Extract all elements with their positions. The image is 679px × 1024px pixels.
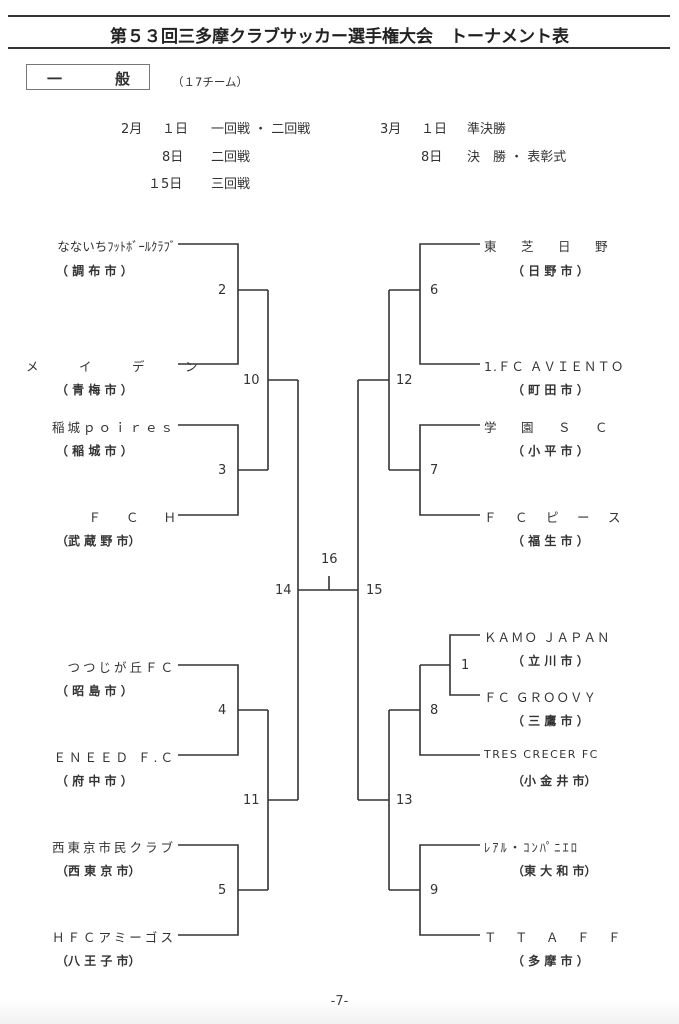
match-number-1: 1	[461, 658, 470, 673]
team-city: （ 日 野 市 ）	[512, 264, 589, 278]
team-name: なないちﾌｯﾄﾎﾞｰﾙｸﾗﾌﾞ	[57, 239, 176, 254]
schedule-round: 三回戦	[211, 177, 251, 192]
team-city: （ 昭 島 市 ）	[56, 684, 133, 698]
team-count: （１7チーム）	[172, 75, 248, 89]
match-number-9: 9	[430, 883, 439, 898]
match-number-4: 4	[218, 703, 227, 718]
category-char-1: 一	[47, 70, 63, 88]
match-number-14: 14	[275, 583, 292, 598]
page-title: 第５３回三多摩クラブサッカー選手権大会 トーナメント表	[110, 27, 569, 47]
schedule-month: 2月	[121, 122, 143, 137]
bracket-line-m8	[419, 665, 480, 756]
team-name: ﾚｱﾙ・ｺﾝﾊﾟﾆｴﾛ	[484, 840, 580, 855]
schedule-round: 二回戦	[211, 150, 251, 165]
team-name: 稲城ｐｏｉｒｅｓ	[51, 420, 176, 435]
team-city: （西 東 京 市）	[56, 864, 141, 878]
schedule-round: 決 勝 ・ 表彰式	[467, 150, 567, 165]
team-city: （ 小 平 市 ）	[512, 444, 589, 458]
team-name: Ｔ Ｔ Ａ Ｆ Ｆ	[484, 930, 624, 945]
category-char-2: 般	[115, 70, 131, 88]
title-underline	[8, 47, 670, 49]
match-number-2: 2	[218, 283, 227, 298]
team-city: （小 金 井 市）	[512, 774, 597, 788]
match-number-7: 7	[430, 463, 439, 478]
schedule-round: 一回戦 ・ 二回戦	[211, 122, 311, 137]
schedule-day: １日	[162, 122, 189, 137]
team-city: （ 稲 城 市 ）	[56, 444, 133, 458]
bracket-line-m4	[178, 664, 239, 756]
team-city: （ 府 中 市 ）	[56, 774, 133, 788]
schedule-day: １日	[421, 122, 448, 137]
category-box: 一 般	[26, 64, 150, 90]
match-number-8: 8	[430, 703, 439, 718]
match-number-6: 6	[430, 283, 439, 298]
bracket-line-m3	[178, 424, 239, 516]
match-number-16: 16	[321, 552, 338, 567]
match-number-12: 12	[396, 373, 413, 388]
team-name: TRES CRECER FC	[484, 748, 599, 761]
schedule-day: 8日	[421, 150, 443, 165]
team-name: 1.ＦＣ ＡＶＩＥＮＴＯ	[484, 359, 625, 374]
match-number-15: 15	[366, 583, 383, 598]
team-name: ＥＮＥＥＤ Ｆ.Ｃ	[53, 750, 176, 765]
bracket-line-m7	[419, 424, 480, 516]
page-bottom-shade	[0, 1000, 679, 1024]
team-city: （ 立 川 市 ）	[512, 654, 589, 668]
schedule-round: 準決勝	[467, 122, 507, 137]
bracket-line-m2	[178, 243, 239, 365]
team-city: （ 福 生 市 ）	[512, 534, 589, 548]
team-name: ＫＡＭＯ ＪＡＰＡＮ	[484, 630, 611, 645]
team-city: （ 調 布 市 ）	[56, 264, 133, 278]
team-city: （ 町 田 市 ）	[512, 383, 589, 397]
team-city: （八 王 子 市）	[56, 954, 141, 968]
schedule-month: 3月	[380, 122, 402, 137]
team-city: （ 青 梅 市 ）	[56, 383, 133, 397]
team-city: （東 大 和 市）	[512, 864, 597, 878]
team-name: Ｆ Ｃ ピ ー ス	[484, 510, 624, 525]
match-number-5: 5	[218, 883, 227, 898]
match-number-3: 3	[218, 463, 227, 478]
team-name: 学 園 Ｓ Ｃ	[484, 420, 614, 435]
team-city: （ 三 鷹 市 ）	[512, 714, 589, 728]
match-number-13: 13	[396, 793, 413, 808]
team-name: 西東京市民クラブ	[51, 840, 176, 855]
team-name: メ イ デ ン	[26, 359, 212, 374]
team-name: Ｆ Ｃ Ｈ	[88, 510, 176, 525]
team-city: （ 多 摩 市 ）	[512, 954, 589, 968]
team-name: つつじが丘ＦＣ	[67, 660, 176, 675]
top-rule	[8, 15, 670, 17]
team-city: （武 蔵 野 市）	[56, 534, 141, 548]
page-number: -7-	[330, 994, 349, 1009]
bracket-line-m9	[419, 844, 480, 936]
team-name: 東 芝 日 野	[484, 239, 614, 254]
team-name: ＦＣ ＧＲＯＯＶＹ	[484, 690, 597, 705]
team-name: ＨＦＣアミーゴス	[51, 930, 176, 945]
match-number-10: 10	[243, 373, 260, 388]
schedule-day: 8日	[162, 150, 184, 165]
schedule-day: １5日	[148, 177, 183, 192]
bracket-line-m5	[178, 844, 239, 936]
match-number-11: 11	[243, 793, 260, 808]
bracket-line-m6	[419, 243, 480, 365]
